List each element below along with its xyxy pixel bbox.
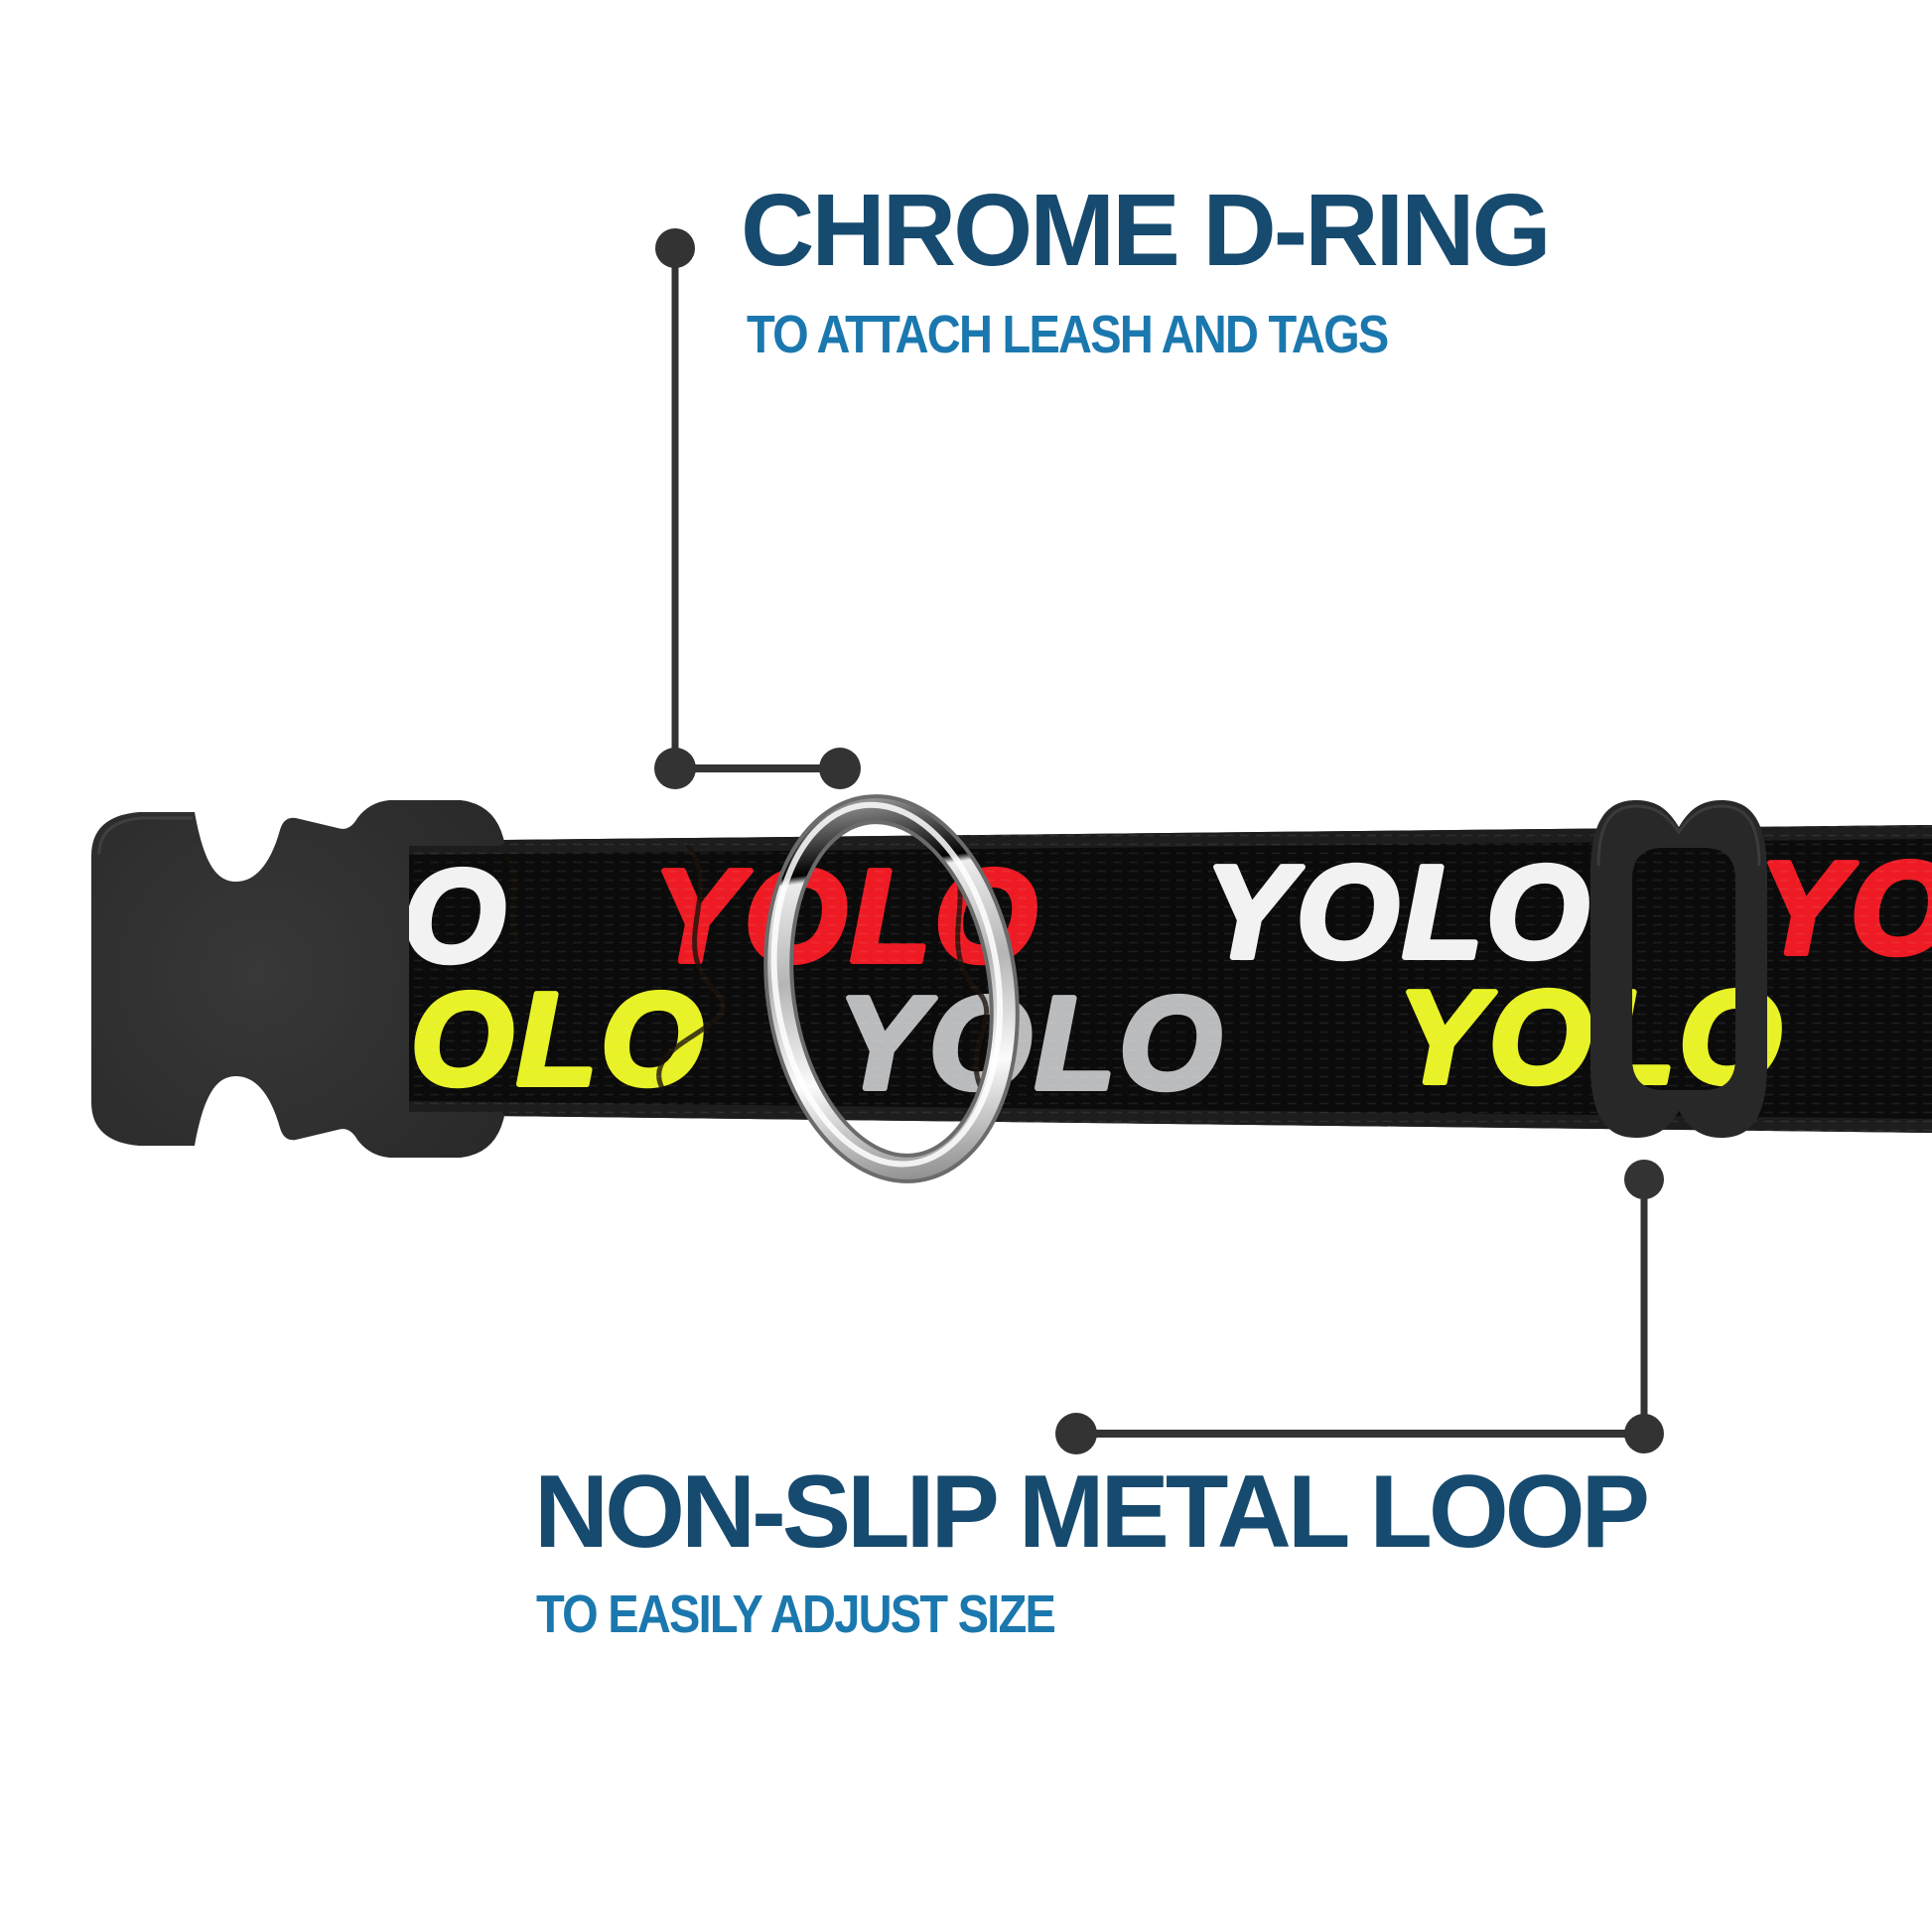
bottom-callout-dot-corner [1624, 1414, 1664, 1453]
top-callout-dot-label [655, 228, 695, 268]
d-ring-highlight [770, 801, 1004, 1168]
slider [1590, 800, 1767, 1138]
bottom-callout-title: NON-SLIP METAL LOOP [534, 1454, 1650, 1570]
top-callout-subtitle: TO ATTACH LEASH AND TAGS [747, 305, 1389, 364]
bottom-callout-connector [1055, 1160, 1664, 1454]
strap-weave-texture [409, 825, 1932, 1133]
d-ring [763, 794, 1020, 1183]
bottom-callout-subtitle: TO EASILY ADJUST SIZE [536, 1585, 1056, 1644]
top-callout-dot-corner [654, 748, 696, 789]
top-callout-title: CHROME D-RING [741, 173, 1552, 287]
slider-highlight [1596, 804, 1761, 867]
bottom-callout-dot-target [1624, 1160, 1664, 1199]
top-callout-connector [654, 228, 861, 789]
buckle [91, 800, 504, 1158]
collar-strap: OYOLOYOLOYOOLOYOLOYOLO [409, 825, 1932, 1133]
buckle-highlight [97, 816, 193, 855]
top-callout-dot-target [819, 748, 861, 789]
bottom-callout-dot-label [1055, 1413, 1097, 1454]
d-ring-body [767, 798, 1016, 1179]
